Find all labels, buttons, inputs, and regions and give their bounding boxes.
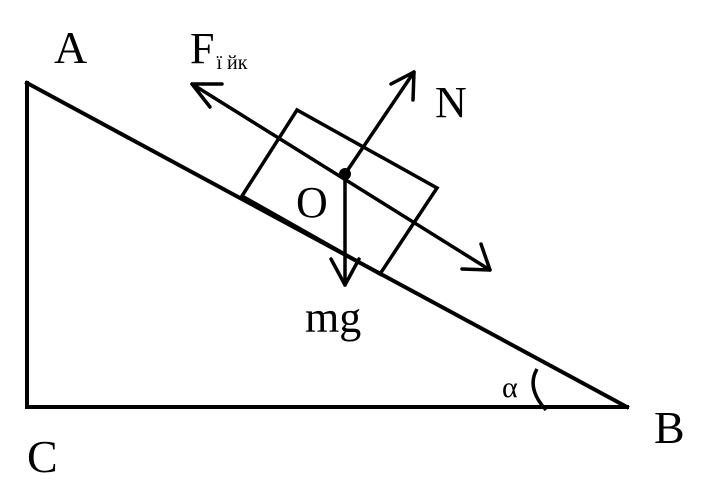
friction-arrowhead-icon [190, 82, 224, 109]
gravity-force-label: mg [305, 293, 361, 342]
downslope-arrowhead-icon [460, 242, 492, 272]
center-label: O [296, 178, 328, 227]
center-point [339, 168, 351, 180]
gravity-arrowhead-icon [329, 257, 361, 287]
angle-label: α [502, 371, 518, 404]
angle-arc [531, 368, 548, 412]
normal-arrowhead-icon [389, 70, 416, 102]
friction-label-subscript: ї йк [216, 52, 247, 74]
friction-label-main: F [190, 24, 214, 73]
vertex-label-b: B [654, 402, 685, 453]
normal-force-line [343, 70, 416, 176]
vertex-label-c: C [27, 431, 58, 482]
vertex-label-a: A [54, 22, 87, 73]
normal-force-label: N [435, 78, 467, 127]
